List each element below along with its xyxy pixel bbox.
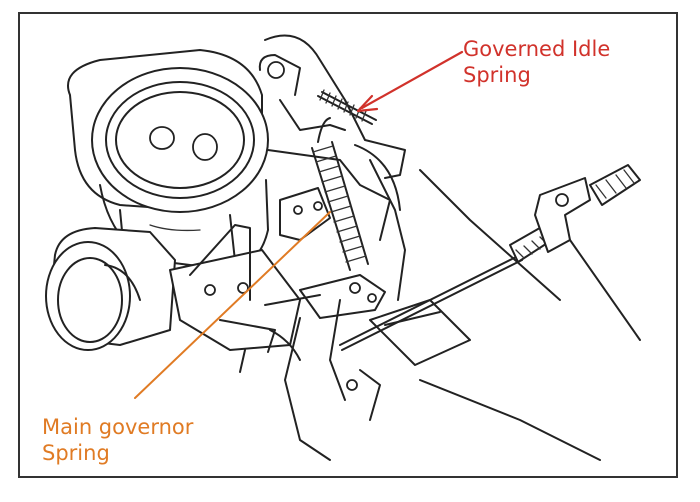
governed-idle-callout-arrow [356,50,464,113]
governed-idle-spring-label: Governed Idle Spring [463,36,610,88]
main-governor-label-line1: Main governor [42,415,194,439]
governor-lever [264,274,386,461]
main-governor-spring [311,117,369,271]
governed-idle-label-line2: Spring [463,63,531,87]
control-bracket [339,164,641,461]
governed-idle-spring [317,89,377,125]
governor-bracket [258,34,406,301]
throttle-body [169,224,301,373]
intake-tube [45,227,176,351]
carburetor-body [67,49,269,271]
main-governor-spring-label: Main governor Spring [42,414,193,466]
governed-idle-label-line1: Governed Idle [463,37,611,61]
main-governor-callout-arrow [134,211,331,399]
main-governor-label-line2: Spring [42,441,110,465]
